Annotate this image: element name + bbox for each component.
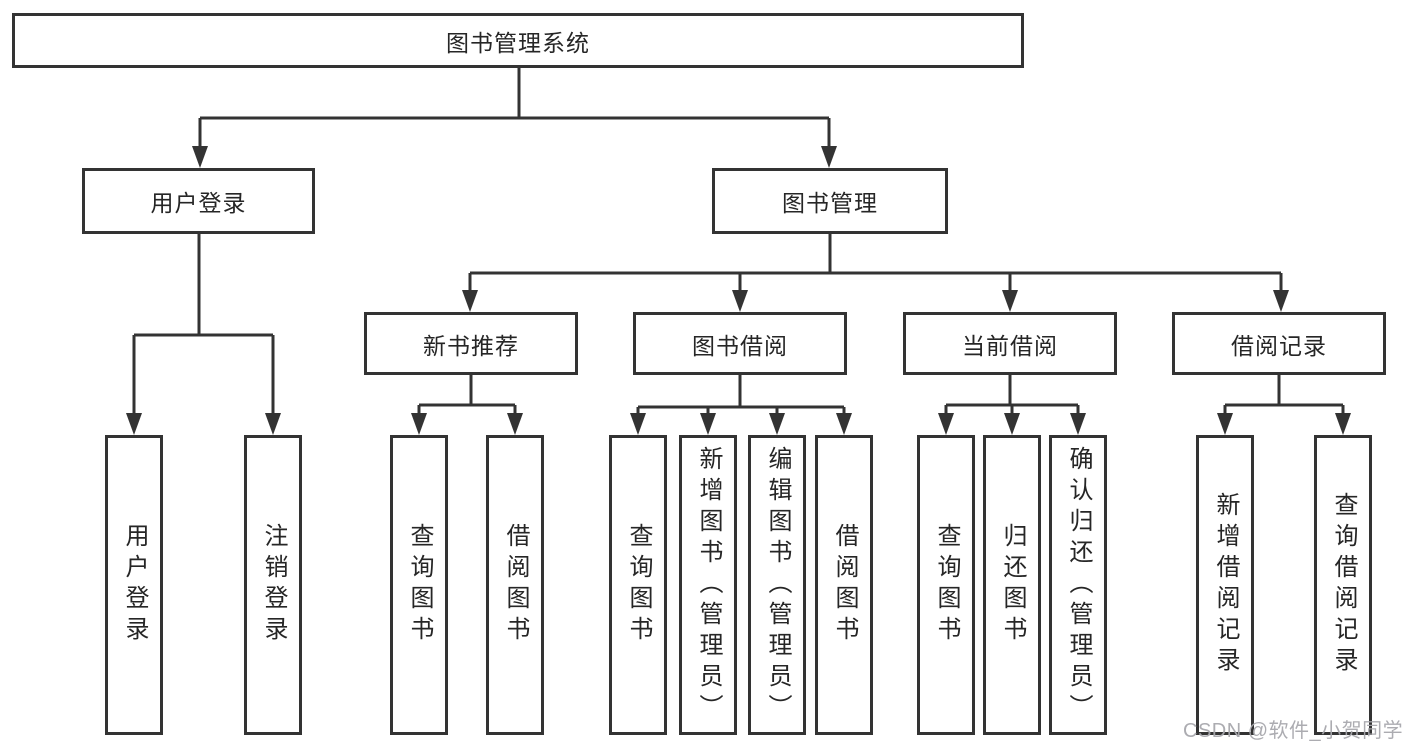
leaf-node-query-books-borrow: 查询图书 (609, 435, 667, 735)
leaf-node-label: 查询借阅记录 (1330, 492, 1357, 678)
leaf-node-logout: 注销登录 (244, 435, 302, 735)
level2-node-label: 图书管理 (782, 190, 878, 216)
level2-node-user-login: 用户登录 (82, 168, 315, 234)
leaf-node-label: 确认归还（管理员） (1065, 445, 1092, 725)
level2-node-book-management: 图书管理 (712, 168, 948, 234)
root-node-library-system: 图书管理系统 (12, 13, 1024, 68)
leaf-node-add-borrow-record: 新增借阅记录 (1196, 435, 1254, 735)
leaf-node-label: 查询图书 (625, 523, 652, 647)
level3-node-label: 当前借阅 (962, 332, 1058, 359)
level2-node-label: 用户登录 (150, 190, 247, 216)
level3-node-current-borrow: 当前借阅 (903, 312, 1117, 375)
leaf-node-label: 查询图书 (406, 523, 433, 647)
leaf-node-label: 注销登录 (260, 523, 287, 647)
leaf-node-query-books-recommend: 查询图书 (390, 435, 448, 735)
csdn-watermark: CSDN @软件_小贺同学 (1183, 720, 1404, 742)
leaf-node-add-books-admin: 新增图书（管理员） (679, 435, 737, 735)
leaf-node-borrow-books-recommend: 借阅图书 (486, 435, 544, 735)
leaf-node-confirm-return-admin: 确认归还（管理员） (1049, 435, 1107, 735)
level3-node-label: 新书推荐 (423, 332, 519, 359)
level3-node-new-book-recommend: 新书推荐 (364, 312, 578, 375)
leaf-node-borrow-books: 借阅图书 (815, 435, 873, 735)
leaf-node-user-login: 用户登录 (105, 435, 163, 735)
leaf-node-label: 借阅图书 (831, 523, 858, 647)
leaf-node-label: 新增图书（管理员） (695, 445, 722, 725)
level3-node-label: 图书借阅 (692, 332, 788, 359)
leaf-node-query-borrow-record: 查询借阅记录 (1314, 435, 1372, 735)
root-node-label: 图书管理系统 (446, 29, 590, 56)
leaf-node-label: 归还图书 (999, 523, 1026, 647)
level3-node-book-borrow: 图书借阅 (633, 312, 847, 375)
leaf-node-label: 借阅图书 (502, 523, 529, 647)
leaf-node-query-books-current: 查询图书 (917, 435, 975, 735)
leaf-node-label: 查询图书 (933, 523, 960, 647)
leaf-node-label: 新增借阅记录 (1212, 492, 1239, 678)
leaf-node-edit-books-admin: 编辑图书（管理员） (748, 435, 806, 735)
leaf-node-label: 编辑图书（管理员） (764, 445, 791, 725)
level3-node-borrow-records: 借阅记录 (1172, 312, 1386, 375)
leaf-node-label: 用户登录 (121, 523, 148, 647)
level3-node-label: 借阅记录 (1231, 332, 1327, 359)
leaf-node-return-books: 归还图书 (983, 435, 1041, 735)
